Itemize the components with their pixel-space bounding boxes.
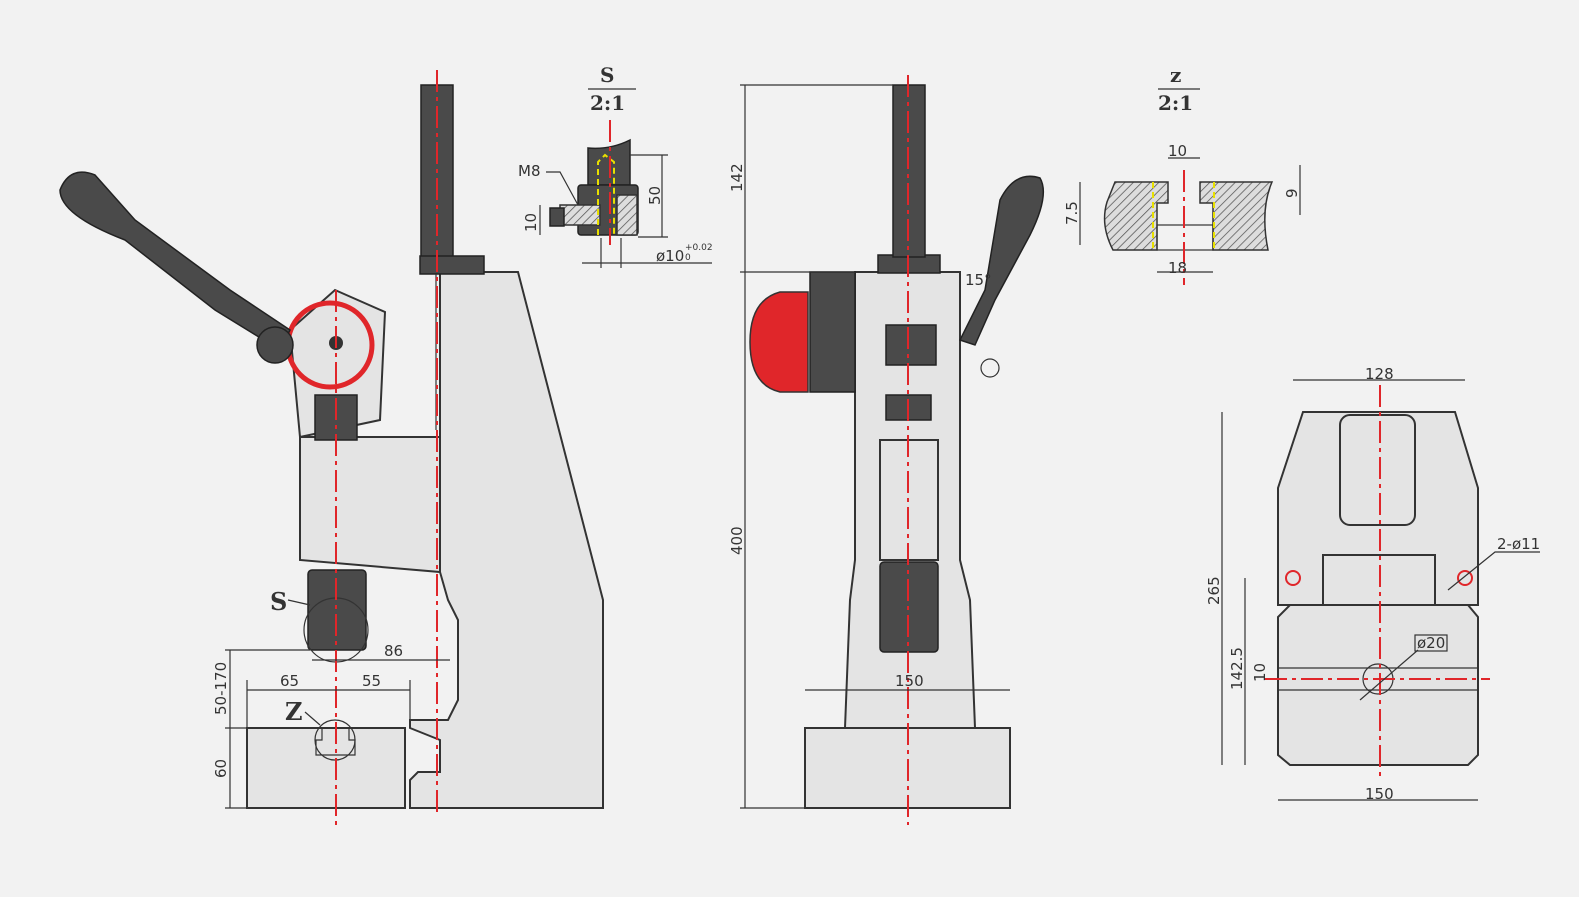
plan-view: 128 265 142.5 10 2-ø11 ø20 150 bbox=[1205, 365, 1540, 803]
dim-offset: 10 bbox=[522, 213, 540, 232]
handle bbox=[59, 171, 291, 352]
detail-s-label: S bbox=[600, 63, 614, 87]
detail-s: S 2:1 M8 50 10 ø10 +0.02 0 bbox=[518, 63, 713, 268]
dim-right: 55 bbox=[362, 672, 381, 690]
lever-arm bbox=[288, 288, 387, 439]
rod-clamp bbox=[419, 255, 485, 275]
detail-z: z 2:1 10 18 7.5 9 bbox=[1063, 63, 1301, 285]
dim-slot: 10 bbox=[1251, 663, 1269, 682]
dim-stroke: 50-170 bbox=[212, 662, 230, 715]
dim-holes: 2-ø11 bbox=[1497, 535, 1540, 553]
mount-hole-left bbox=[1285, 570, 1301, 586]
dim-bore: ø10 bbox=[656, 247, 684, 265]
pinion-block bbox=[885, 324, 937, 366]
callout-z: Z bbox=[285, 697, 303, 726]
dim-throat: 86 bbox=[384, 642, 403, 660]
dimensions: 86 65 55 50-170 60 Z S bbox=[212, 587, 450, 809]
dim-angle: 15° bbox=[965, 271, 992, 289]
detail-z-label: z bbox=[1170, 63, 1181, 87]
handle-pivot bbox=[980, 358, 1000, 378]
callout-s: S bbox=[270, 587, 287, 616]
screw-head bbox=[549, 207, 565, 227]
t-slot bbox=[315, 728, 356, 756]
dim-height: 50 bbox=[646, 186, 664, 205]
side-view: 86 65 55 50-170 60 Z S bbox=[59, 70, 604, 825]
dim-base-width: 150 bbox=[895, 672, 924, 690]
slot-wall-left bbox=[1103, 181, 1169, 251]
dim-hole-pos: 142.5 bbox=[1228, 647, 1246, 690]
base bbox=[246, 727, 406, 809]
front-view: 142 400 15° 150 bbox=[728, 75, 1045, 825]
collar-section bbox=[616, 194, 638, 236]
dim-slot-top: 10 bbox=[1168, 142, 1187, 160]
dim-depth: 265 bbox=[1205, 576, 1223, 605]
dim-top-width: 128 bbox=[1365, 365, 1394, 383]
tol-lower: 0 bbox=[685, 253, 691, 263]
dim-top-height: 142 bbox=[728, 163, 746, 192]
handle-front bbox=[958, 175, 1045, 346]
red-knob bbox=[749, 291, 809, 393]
tol-upper: +0.02 bbox=[685, 243, 713, 253]
handle-hub bbox=[256, 326, 294, 364]
dim-total-height: 400 bbox=[728, 526, 746, 555]
slot-wall-right bbox=[1199, 181, 1274, 251]
detail-s-scale: 2:1 bbox=[590, 91, 625, 115]
dim-slot-bottom: 18 bbox=[1168, 259, 1187, 277]
knob-housing bbox=[809, 271, 856, 393]
thread-label: M8 bbox=[518, 162, 541, 180]
column bbox=[409, 271, 604, 809]
dim-left: 65 bbox=[280, 672, 299, 690]
dim-center-hole: ø20 bbox=[1417, 634, 1445, 652]
dim-top-thickness: 9 bbox=[1283, 188, 1301, 198]
detail-z-scale: 2:1 bbox=[1158, 91, 1193, 115]
head-front bbox=[879, 439, 939, 561]
dim-base-height: 60 bbox=[212, 759, 230, 778]
dim-slot-depth: 7.5 bbox=[1063, 201, 1081, 225]
dim-base-width-plan: 150 bbox=[1365, 785, 1394, 803]
set-screw bbox=[559, 204, 601, 226]
rod-housing-plan bbox=[1339, 414, 1416, 526]
head-block bbox=[299, 436, 441, 574]
mount-hole-right bbox=[1457, 570, 1473, 586]
